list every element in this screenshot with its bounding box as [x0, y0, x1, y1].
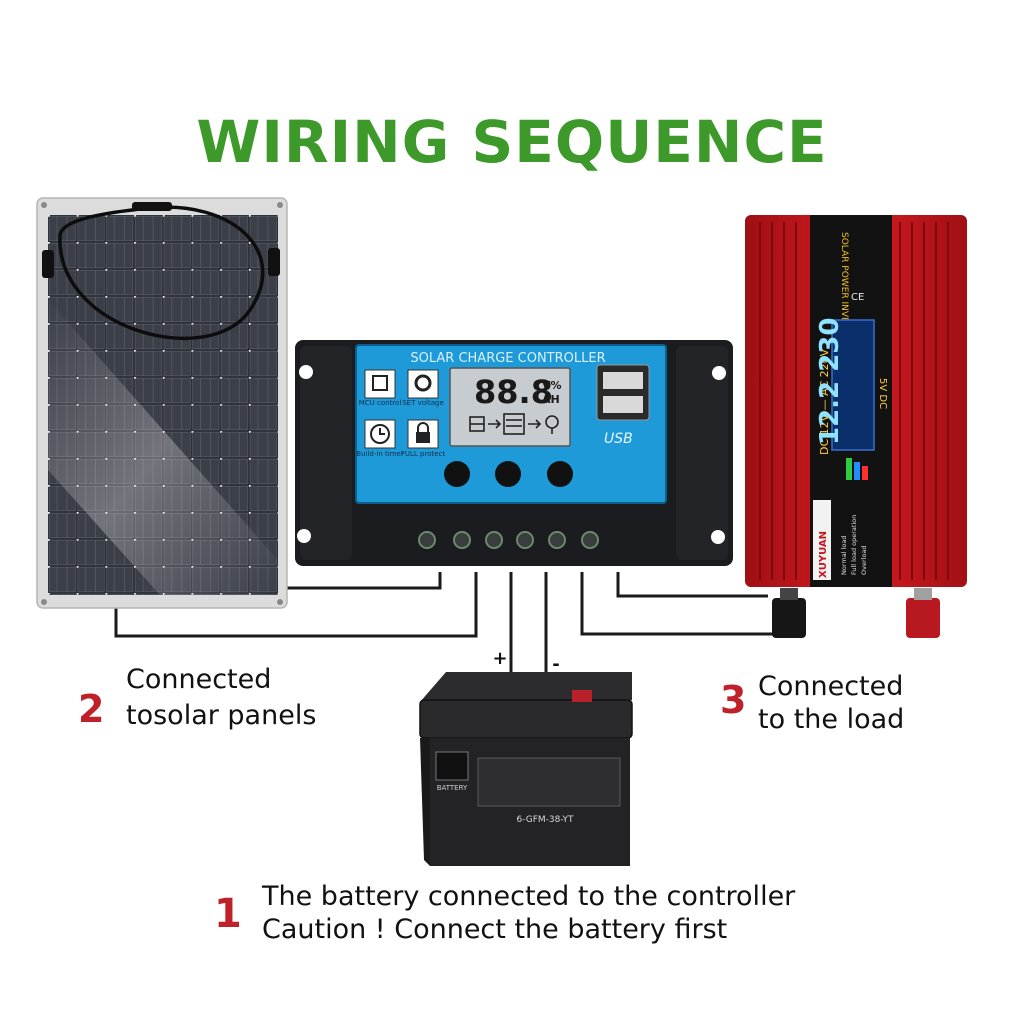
- inverter: SOLAR POWER INVERTER CE DC 12V — AC 220V…: [745, 215, 967, 638]
- usb-ports: USB: [596, 364, 650, 447]
- controller-terminals: [418, 531, 599, 549]
- legend-full-load: Full load operation: [850, 515, 858, 575]
- heatsink-fins: [759, 222, 949, 580]
- icon-label-set: SET voltage: [402, 399, 444, 407]
- step-number: 1: [214, 891, 242, 937]
- lock-icon: [416, 432, 430, 443]
- wire-group: [114, 572, 790, 700]
- up-button[interactable]: [495, 461, 521, 487]
- usb-label: USB: [604, 431, 633, 447]
- legend-overload: Overload: [860, 545, 868, 575]
- controller-display-units-top: V%: [542, 379, 562, 392]
- inverter-usb-label: 5V DC: [877, 378, 888, 409]
- charge-controller: SOLAR CHARGE CONTROLLER 88.8 V% AH MCU c…: [295, 340, 733, 566]
- inverter-terminal-black: [772, 588, 806, 638]
- inverter-terminal-red: [906, 588, 940, 638]
- page-title: WIRING SEQUENCE: [196, 108, 828, 176]
- battery: BATTERY 6-GFM-38-YT + -: [419, 648, 633, 866]
- lcd-flow-icon: [469, 413, 559, 435]
- inverter-brand: XUYUAN: [818, 531, 829, 578]
- icon-full-protect: FULL protect: [401, 419, 446, 458]
- inverter-voltage-label: DC 12V — AC 220V: [818, 348, 831, 455]
- step-text-line2: Caution ! Connect the battery first: [262, 914, 728, 945]
- clock-icon: [370, 424, 390, 444]
- inverter-cert-label: CE: [851, 292, 864, 303]
- gear-icon: [414, 374, 432, 392]
- icon-label-mcu: MCU control: [359, 399, 402, 407]
- menu-button[interactable]: [444, 461, 470, 487]
- chip-icon: [372, 375, 388, 391]
- battery-plus-label: +: [492, 648, 507, 669]
- battery-model: 6-GFM-38-YT: [516, 815, 574, 825]
- icon-label-timer: Build-in timer: [356, 450, 404, 458]
- icon-set-voltage: SET voltage: [402, 369, 444, 407]
- controller-display-units-bottom: AH: [542, 393, 560, 406]
- step-number: 2: [78, 687, 105, 731]
- step-text-line2: tosolar panels: [126, 700, 317, 731]
- inverter-product-label: SOLAR POWER INVERTER: [839, 232, 849, 346]
- step-text-line1: Connected: [126, 664, 272, 695]
- wire-load-negative: [616, 572, 768, 598]
- step-number: 3: [720, 678, 747, 722]
- wire-panel-negative: [114, 572, 478, 638]
- controller-display-value: 88.8: [474, 373, 553, 411]
- step-text-line1: The battery connected to the controller: [262, 881, 796, 912]
- step-text-line1: Connected: [758, 671, 904, 702]
- solar-panel: [36, 197, 288, 609]
- wire-load-positive: [580, 572, 790, 636]
- step-text-line2: to the load: [758, 704, 905, 735]
- inverter-display-value: 12.2 230: [815, 318, 845, 445]
- controller-heading: SOLAR CHARGE CONTROLLER: [410, 351, 605, 366]
- battery-brand: BATTERY: [437, 784, 468, 792]
- wire-panel-positive: [285, 572, 442, 590]
- battery-minus-label: -: [552, 654, 559, 675]
- down-button[interactable]: [547, 461, 573, 487]
- icon-build-in-timer: Build-in timer: [356, 419, 404, 458]
- icon-label-full: FULL protect: [401, 450, 446, 458]
- icon-mcu-control: MCU control: [359, 369, 402, 407]
- legend-normal-load: Normal load: [840, 536, 848, 575]
